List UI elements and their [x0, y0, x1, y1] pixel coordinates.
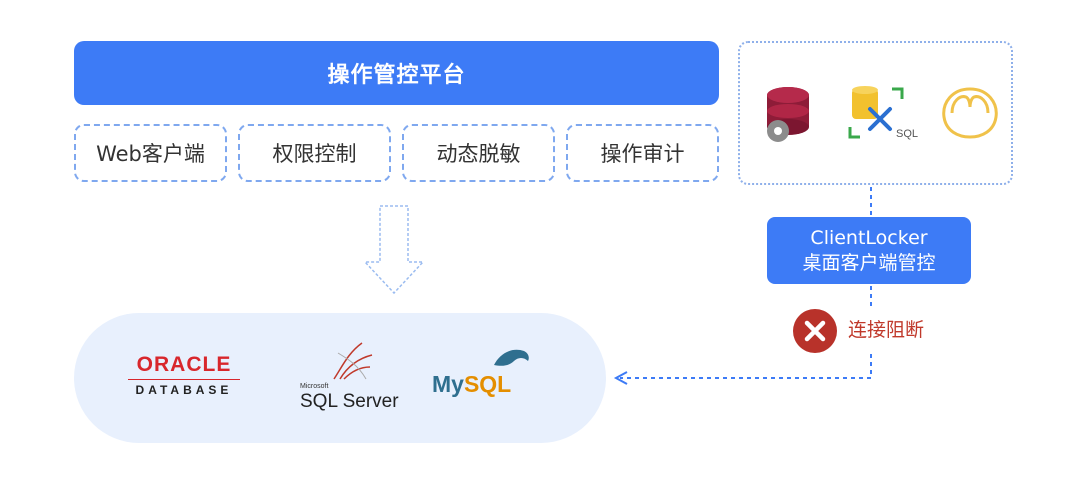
feature-label: Web客户端: [96, 142, 205, 166]
sqlserver-name: SQL Server: [300, 391, 399, 412]
mysql-dolphin-icon: [494, 349, 529, 366]
down-arrow-icon: [363, 205, 425, 295]
feature-label: 权限控制: [272, 142, 357, 166]
sql-tool-label: SQL: [896, 128, 918, 140]
oracle-divider: [128, 379, 240, 380]
sqlserver-swirl-icon: [333, 342, 373, 380]
oracle-logo: ORACLE DATABASE: [124, 353, 244, 397]
database-group: ORACLE DATABASE Microsoft SQL Server MyS…: [74, 313, 606, 443]
client-locker-desc: 桌面客户端管控: [802, 251, 936, 274]
sql-tool-icon: SQL: [848, 86, 918, 140]
sqlserver-brand: Microsoft: [300, 383, 329, 390]
connection-blocked-label: 连接阻断: [848, 319, 925, 341]
feature-label: 动态脱敏: [436, 142, 521, 166]
database-gear-icon: [767, 87, 809, 142]
oracle-sub: DATABASE: [135, 383, 233, 397]
feature-operation-audit: 操作审计: [566, 124, 719, 182]
feature-permission-control: 权限控制: [238, 124, 391, 182]
block-x-icon: [793, 309, 837, 353]
client-locker-box: ClientLocker 桌面客户端管控: [767, 217, 971, 284]
oracle-name: ORACLE: [136, 353, 232, 376]
platform-title: 操作管控平台: [327, 63, 466, 88]
mysql-name: MySQL: [432, 371, 511, 398]
client-tools-box: SQL: [738, 41, 1013, 185]
arrow-left-icon: [613, 371, 628, 385]
feature-web-client: Web客户端: [74, 124, 227, 182]
feature-label: 操作审计: [600, 142, 685, 166]
mysql-name-my: My: [432, 371, 464, 397]
feature-dynamic-masking: 动态脱敏: [402, 124, 555, 182]
platform-title-bar: 操作管控平台: [74, 41, 719, 105]
sqlserver-logo: Microsoft SQL Server: [296, 339, 406, 419]
mysql-name-sql: SQL: [463, 371, 512, 397]
mysql-logo: MySQL: [432, 343, 542, 403]
client-locker-name: ClientLocker: [810, 226, 928, 249]
navicat-icon: [942, 87, 998, 139]
